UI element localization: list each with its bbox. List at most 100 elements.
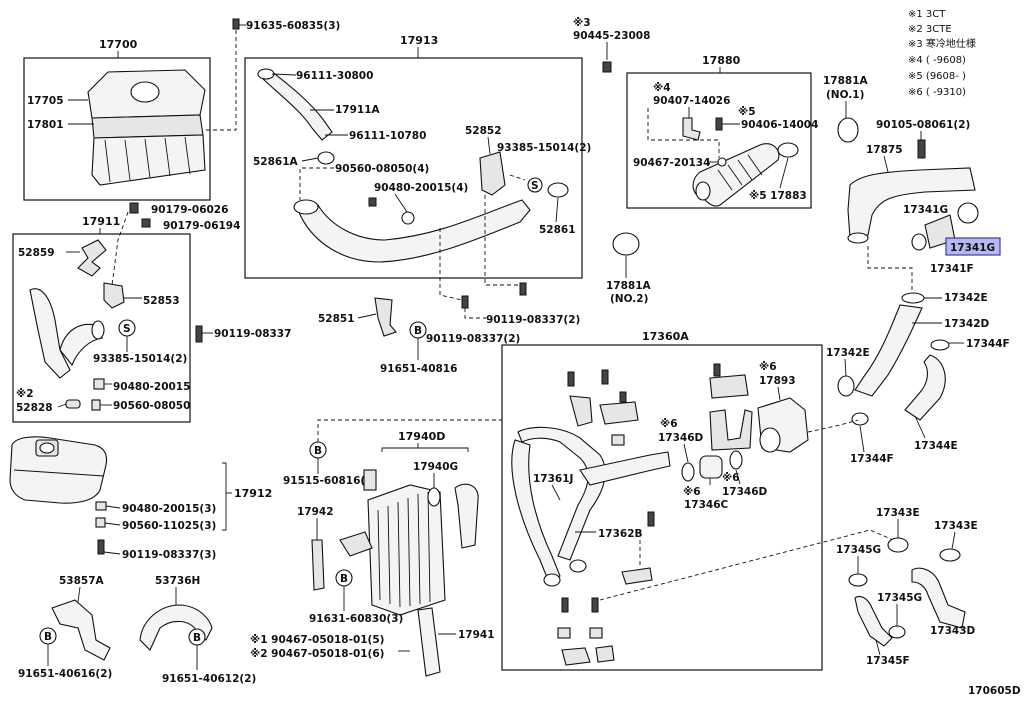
bolt-90105: [917, 139, 926, 159]
hose-clip-90179a: [129, 202, 139, 214]
label-52861A: 52861A: [253, 156, 299, 168]
clamp-17341G-a: [957, 202, 979, 224]
pipe-17361J: [517, 426, 606, 561]
label-90480-20015: 90480-20015: [113, 381, 190, 393]
elbow-90407: [682, 117, 701, 141]
group-box-17360A: [501, 344, 823, 671]
label-17346D-1: 17346D: [658, 432, 704, 444]
label-93385-15014-2a: 93385-15014(2): [497, 142, 591, 154]
label-52861: 52861: [539, 224, 576, 236]
svg-text:B: B: [193, 632, 201, 644]
intercooler-pipes: [511, 363, 809, 666]
note-2: ※2 3CTE: [908, 24, 952, 35]
bolt-91635: [232, 18, 240, 30]
label-91635: 91635-60835(3): [246, 20, 340, 32]
highlight-17341G: [945, 237, 1001, 256]
bracket-17362B: [621, 567, 653, 585]
label-90119-08337-2b: 90119-08337(2): [486, 314, 580, 326]
label-90467-05018-6: ※2 90467-05018-01(6): [250, 648, 384, 660]
label-52828: 52828: [16, 402, 53, 414]
label-91651-40816: 91651-40816: [380, 363, 457, 375]
label-90119-08337-2a: 90119-08337(2): [426, 333, 520, 345]
label-90560-08050-4: 90560-08050(4): [335, 163, 429, 175]
bracket-52851: [374, 297, 397, 337]
duct-17911: [29, 288, 71, 379]
bracket-52859: [77, 239, 107, 277]
intercooler: [339, 469, 446, 616]
label-90406-14004: 90406-14004: [741, 119, 818, 131]
svg-text:B: B: [414, 325, 422, 337]
label-17362B: 17362B: [598, 528, 643, 540]
clamp-52861: [547, 182, 569, 198]
label-17940D: 17940D: [398, 430, 445, 443]
plate-52828: [65, 399, 81, 409]
svg-text:S: S: [531, 180, 539, 192]
clamp-17345G-a: [848, 573, 868, 587]
hose-clamp-17881A-no2: [612, 232, 640, 256]
hose-clamp-17881A-no1: [837, 117, 859, 143]
hose-17345F: [854, 595, 893, 647]
label-90407-14026: 90407-14026: [653, 95, 730, 107]
label-note4: ※4: [653, 82, 671, 94]
hose-17343D: [911, 567, 966, 629]
note-1: ※1 3CT: [908, 9, 946, 20]
clamp-17342E-b: [837, 375, 855, 397]
label-53857A: 53857A: [59, 575, 105, 587]
label-17345F: 17345F: [866, 655, 910, 667]
resonator-tank-17912: [9, 436, 108, 504]
label-90105-08061-2: 90105-08061(2): [876, 119, 970, 131]
plug-90445: [602, 61, 612, 73]
label-17875: 17875: [866, 144, 903, 156]
hose-17342D: [854, 304, 923, 397]
label-90560-08050: 90560-08050: [113, 400, 190, 412]
label-53736H: 53736H: [155, 575, 200, 587]
label-17344F-1: 17344F: [966, 338, 1010, 350]
clamp-17346D-a: [681, 462, 695, 482]
bracket-52853: [103, 282, 125, 309]
label-91651-40612-2: 91651-40612(2): [162, 673, 256, 685]
note-4: ※4 ( -9608): [908, 55, 966, 66]
svg-text:B: B: [340, 573, 348, 585]
label-17361J: 17361J: [533, 473, 573, 485]
hose-clip-90179b: [141, 218, 151, 228]
svg-text:S: S: [123, 323, 131, 335]
label-note6-b: ※6: [683, 486, 701, 498]
label-17345G-2: 17345G: [877, 592, 922, 604]
label-17893: 17893: [759, 375, 796, 387]
hose-bellows: [692, 143, 780, 207]
air-cleaner-assembly: [87, 69, 206, 186]
bracket-52852: [479, 151, 506, 196]
intake-hose-assembly: [257, 68, 569, 263]
label-17881A-2: 17881A: [606, 280, 652, 292]
hose-17346C: [699, 455, 723, 479]
label-17344E: 17344E: [914, 440, 958, 452]
diagram-code: 170605D: [968, 685, 1021, 697]
label-52852: 52852: [465, 125, 502, 137]
label-17913: 17913: [400, 34, 438, 47]
clamp-17343E-b: [939, 548, 961, 562]
bolt-90119c: [519, 282, 527, 296]
label-no2: (NO.2): [610, 293, 648, 305]
label-90119-08337: 90119-08337: [214, 328, 291, 340]
label-17911: 17911: [82, 215, 120, 228]
bracket-d: [709, 409, 753, 451]
bracket-53857A: [51, 599, 111, 661]
label-no1: (NO.1): [826, 89, 864, 101]
label-17346C: 17346C: [684, 499, 729, 511]
group-box-17911: [12, 233, 191, 423]
svg-text:B: B: [44, 631, 52, 643]
clamp-17345G-b: [888, 625, 906, 639]
label-note6-d: ※6: [759, 361, 777, 373]
label-17883: ※5 17883: [749, 190, 807, 202]
label-17343E-2: 17343E: [934, 520, 978, 532]
label-17342D: 17342D: [944, 318, 990, 330]
label-17341G-1: 17341G: [903, 204, 948, 216]
note-5: ※5 (9608- ): [908, 71, 966, 82]
bracket-c: [709, 374, 749, 399]
note-3: ※3 寒冷地仕様: [908, 37, 976, 50]
notes-legend: ※1 3CT ※2 3CTE ※3 寒冷地仕様 ※4 ( -9608) ※5 (…: [908, 9, 976, 98]
label-91651-40616-2: 91651-40616(2): [18, 668, 112, 680]
label-17942: 17942: [297, 506, 334, 518]
label-91515-60816-3: 91515-60816(3): [283, 475, 377, 487]
label-17881A-1: 17881A: [823, 75, 869, 87]
